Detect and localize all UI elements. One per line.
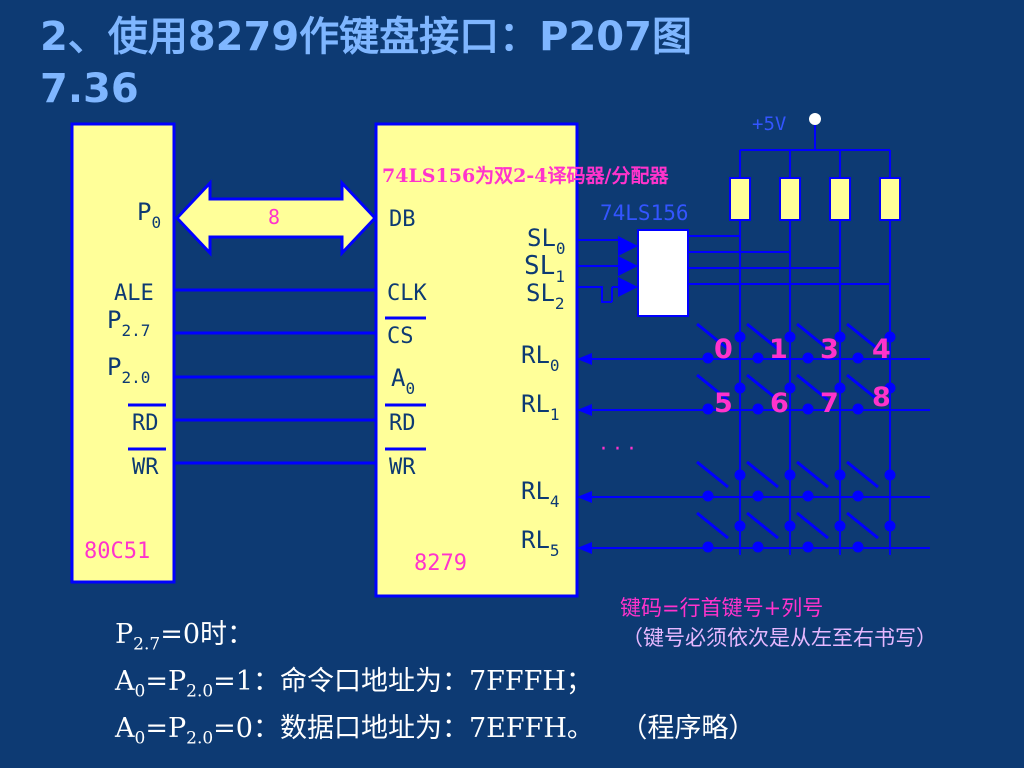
- chip-80c51-pin-ale: ALE: [114, 281, 154, 306]
- scan-lines: [577, 236, 638, 303]
- decoder-note: 74LS156为双2-4译码器/分配器: [382, 164, 669, 187]
- row-ellipsis: · · ·: [600, 437, 635, 462]
- chip-80c51-pin-wr: WR: [132, 455, 159, 480]
- data-bus-width-label: 8: [268, 205, 280, 229]
- keycode-note-order: （键号必须依次是从左至右书写）: [622, 626, 937, 650]
- chip-8279-pin-rl5: RL5: [521, 526, 560, 560]
- power-terminal: [809, 113, 821, 125]
- chip-8279-pin-clk: CLK: [387, 281, 427, 306]
- chip-8279-pin-cs: CS: [387, 324, 414, 349]
- chip-8279-pin-sl2: SL2: [526, 279, 565, 313]
- chip-8279-pin-rl0: RL0: [521, 341, 560, 375]
- chip-8279-pin-sl1: SL1: [524, 251, 565, 286]
- bottom-line-1: P2.7=0时：: [115, 619, 255, 655]
- control-wires: [174, 288, 376, 465]
- key-label-5: 5: [714, 388, 733, 419]
- bottom-line-2: A0=P2.0=1：命令口地址为：7FFFH；: [115, 666, 593, 702]
- chip-8279-pin-a0: A0: [391, 364, 415, 398]
- chip-8279-name: 8279: [414, 551, 467, 576]
- key-label-3: 3: [820, 334, 839, 365]
- key-label-4: 4: [872, 334, 891, 365]
- key-label-6: 6: [770, 388, 789, 419]
- slide-title-line2: 7.36: [40, 66, 139, 112]
- chip-80c51: [70, 122, 176, 584]
- data-bus-arrow: [174, 179, 378, 257]
- chip-8279: [374, 122, 579, 598]
- chip-8279-pin-rd: RD: [389, 411, 416, 436]
- slide-title-line1: 2、使用8279作键盘接口：P207图: [40, 14, 692, 60]
- chip-80c51-pin-p20: P2.0: [107, 353, 150, 387]
- chip-8279-pin-sl0: SL0: [527, 224, 566, 258]
- decoder-chip: [637, 229, 689, 317]
- chip-80c51-pin-rd: RD: [132, 411, 159, 436]
- chip-8279-pin-rl4: RL4: [521, 477, 560, 511]
- chip-80c51-name: 80C51: [84, 539, 150, 564]
- chip-80c51-pin-p27: P2.7: [107, 306, 150, 340]
- chip-8279-pin-wr: WR: [389, 455, 416, 480]
- decoder-name: 74LS156: [600, 201, 689, 225]
- chip-80c51-pin-p0: P0: [137, 198, 161, 232]
- key-label-1: 1: [769, 334, 788, 365]
- keycode-note: 键码=行首键号+列号: [620, 596, 824, 620]
- power-label: +5V: [752, 113, 786, 135]
- power-rail: [739, 125, 891, 178]
- chip-8279-pin-db: DB: [389, 207, 416, 232]
- key-switches: [696, 322, 896, 553]
- pull-up-resistors: [729, 177, 901, 221]
- chip-8279-pin-rl1: RL1: [521, 390, 560, 424]
- bottom-line-3: A0=P2.0=0：数据口地址为：7EFFH。（程序略）: [115, 713, 756, 749]
- key-label-7: 7: [820, 388, 839, 419]
- key-label-0: 0: [714, 334, 733, 365]
- key-label-8: 8: [872, 382, 891, 413]
